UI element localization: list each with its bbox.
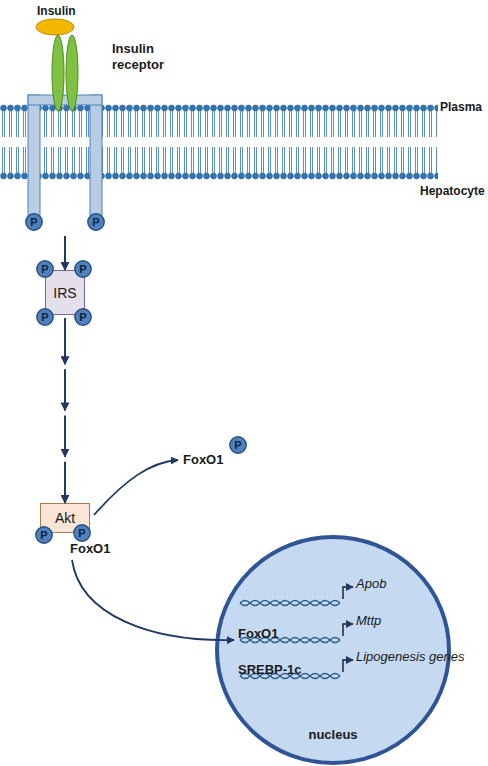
node-text: P [41,264,48,275]
export-arrow [94,460,178,515]
akt-box: AktPP [40,503,90,533]
node-text: Insulin receptor [112,41,192,74]
import-arrow [72,560,234,640]
insulin-molecule [36,19,74,35]
node-text: P [234,440,241,451]
phosphate-circle: P [35,526,53,544]
node-text: nucleus [215,727,451,742]
node-text: IRS [53,285,76,301]
protein-label: FoxO1 [238,626,278,641]
insulin-receptor: Insulin receptorPP [20,33,110,233]
node-text: P [41,312,48,323]
receptor-shape [20,33,110,233]
node-text: P [40,530,47,541]
protein-label: SREBP-1c [238,662,302,677]
node-text: P [92,217,99,228]
molecule-label: Insulin [37,4,76,18]
transcription-arrow [343,660,353,672]
phosphate-circle: P [25,213,43,231]
gene-label: Mttp [356,613,381,628]
arrow-line [64,318,66,364]
arrow-line [64,462,66,503]
node-text: P [79,264,86,275]
phosphate-circle: P [87,213,105,231]
transcription-arrow [343,587,353,599]
transcription-arrow [343,624,353,636]
node-text: P [30,217,37,228]
phosphate-circle: P [73,524,91,542]
lipid-bilayer [0,104,438,180]
protein-label: FoxO1 [70,541,110,556]
phosphate-circle: P [74,308,92,326]
arrow-line [64,369,66,410]
cell-label: Hepatocyte [420,184,485,198]
node-text: P [78,528,85,539]
signal-arrow [65,236,66,270]
membrane-label: Plasma [440,100,482,114]
node-text: Akt [55,510,75,526]
phosphate-circle: P [74,260,92,278]
arrow-line [64,416,66,457]
protein-label: FoxO1 [183,452,223,467]
gene-label: Lipogenesis genes [356,649,464,664]
dna-strand [240,601,340,606]
signal-arrow [65,318,66,503]
phosphate-circle: P [229,436,247,454]
phosphate-circle: P [36,260,54,278]
gene-label: Apob [356,576,386,591]
irs-box: IRSPPPP [45,270,85,315]
node-text: P [79,312,86,323]
arrow-line [64,236,66,270]
phosphate-circle: P [36,308,54,326]
